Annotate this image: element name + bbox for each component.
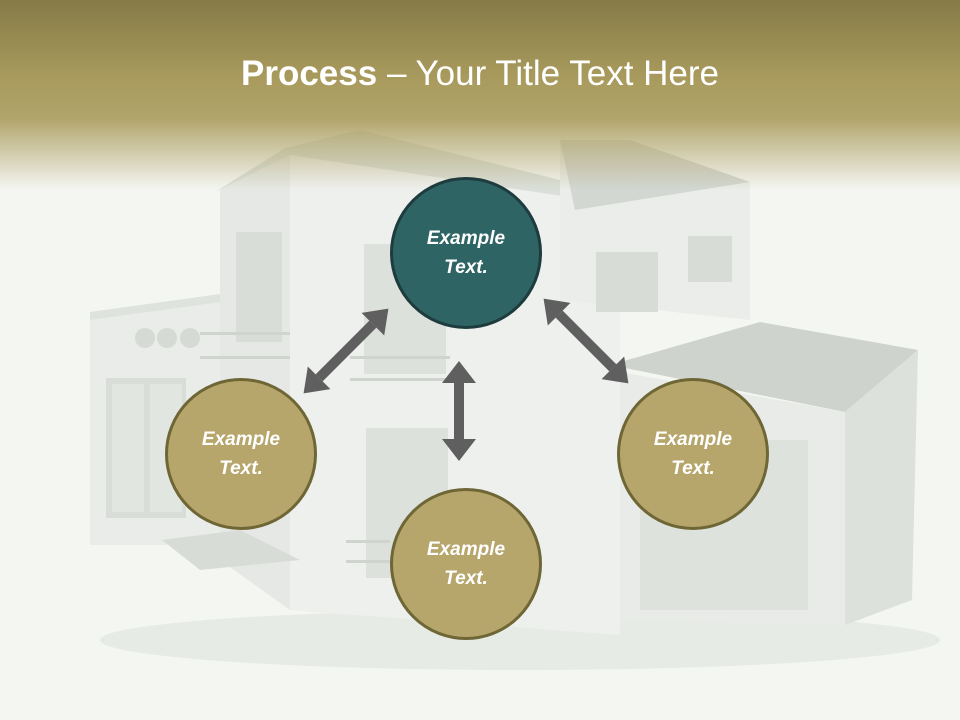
process-node-top[interactable]: Example Text. [390,177,542,329]
process-node-left[interactable]: Example Text. [165,378,317,530]
arrow-vertical [442,361,476,461]
slide-title: Process – Your Title Text Here [0,52,960,96]
node-bottom-label: Example Text. [426,539,506,589]
title-band [0,0,960,190]
arrow-top-right [543,298,629,384]
process-node-bottom[interactable]: Example Text. [390,488,542,640]
node-right-label: Example Text. [653,429,733,479]
node-top-label: Example Text. [426,228,506,278]
node-left-label: Example Text. [201,429,281,479]
process-node-right[interactable]: Example Text. [617,378,769,530]
title-rest: – Your Title Text Here [377,54,719,93]
title-bold: Process [241,54,378,93]
arrow-top-left [303,308,389,394]
